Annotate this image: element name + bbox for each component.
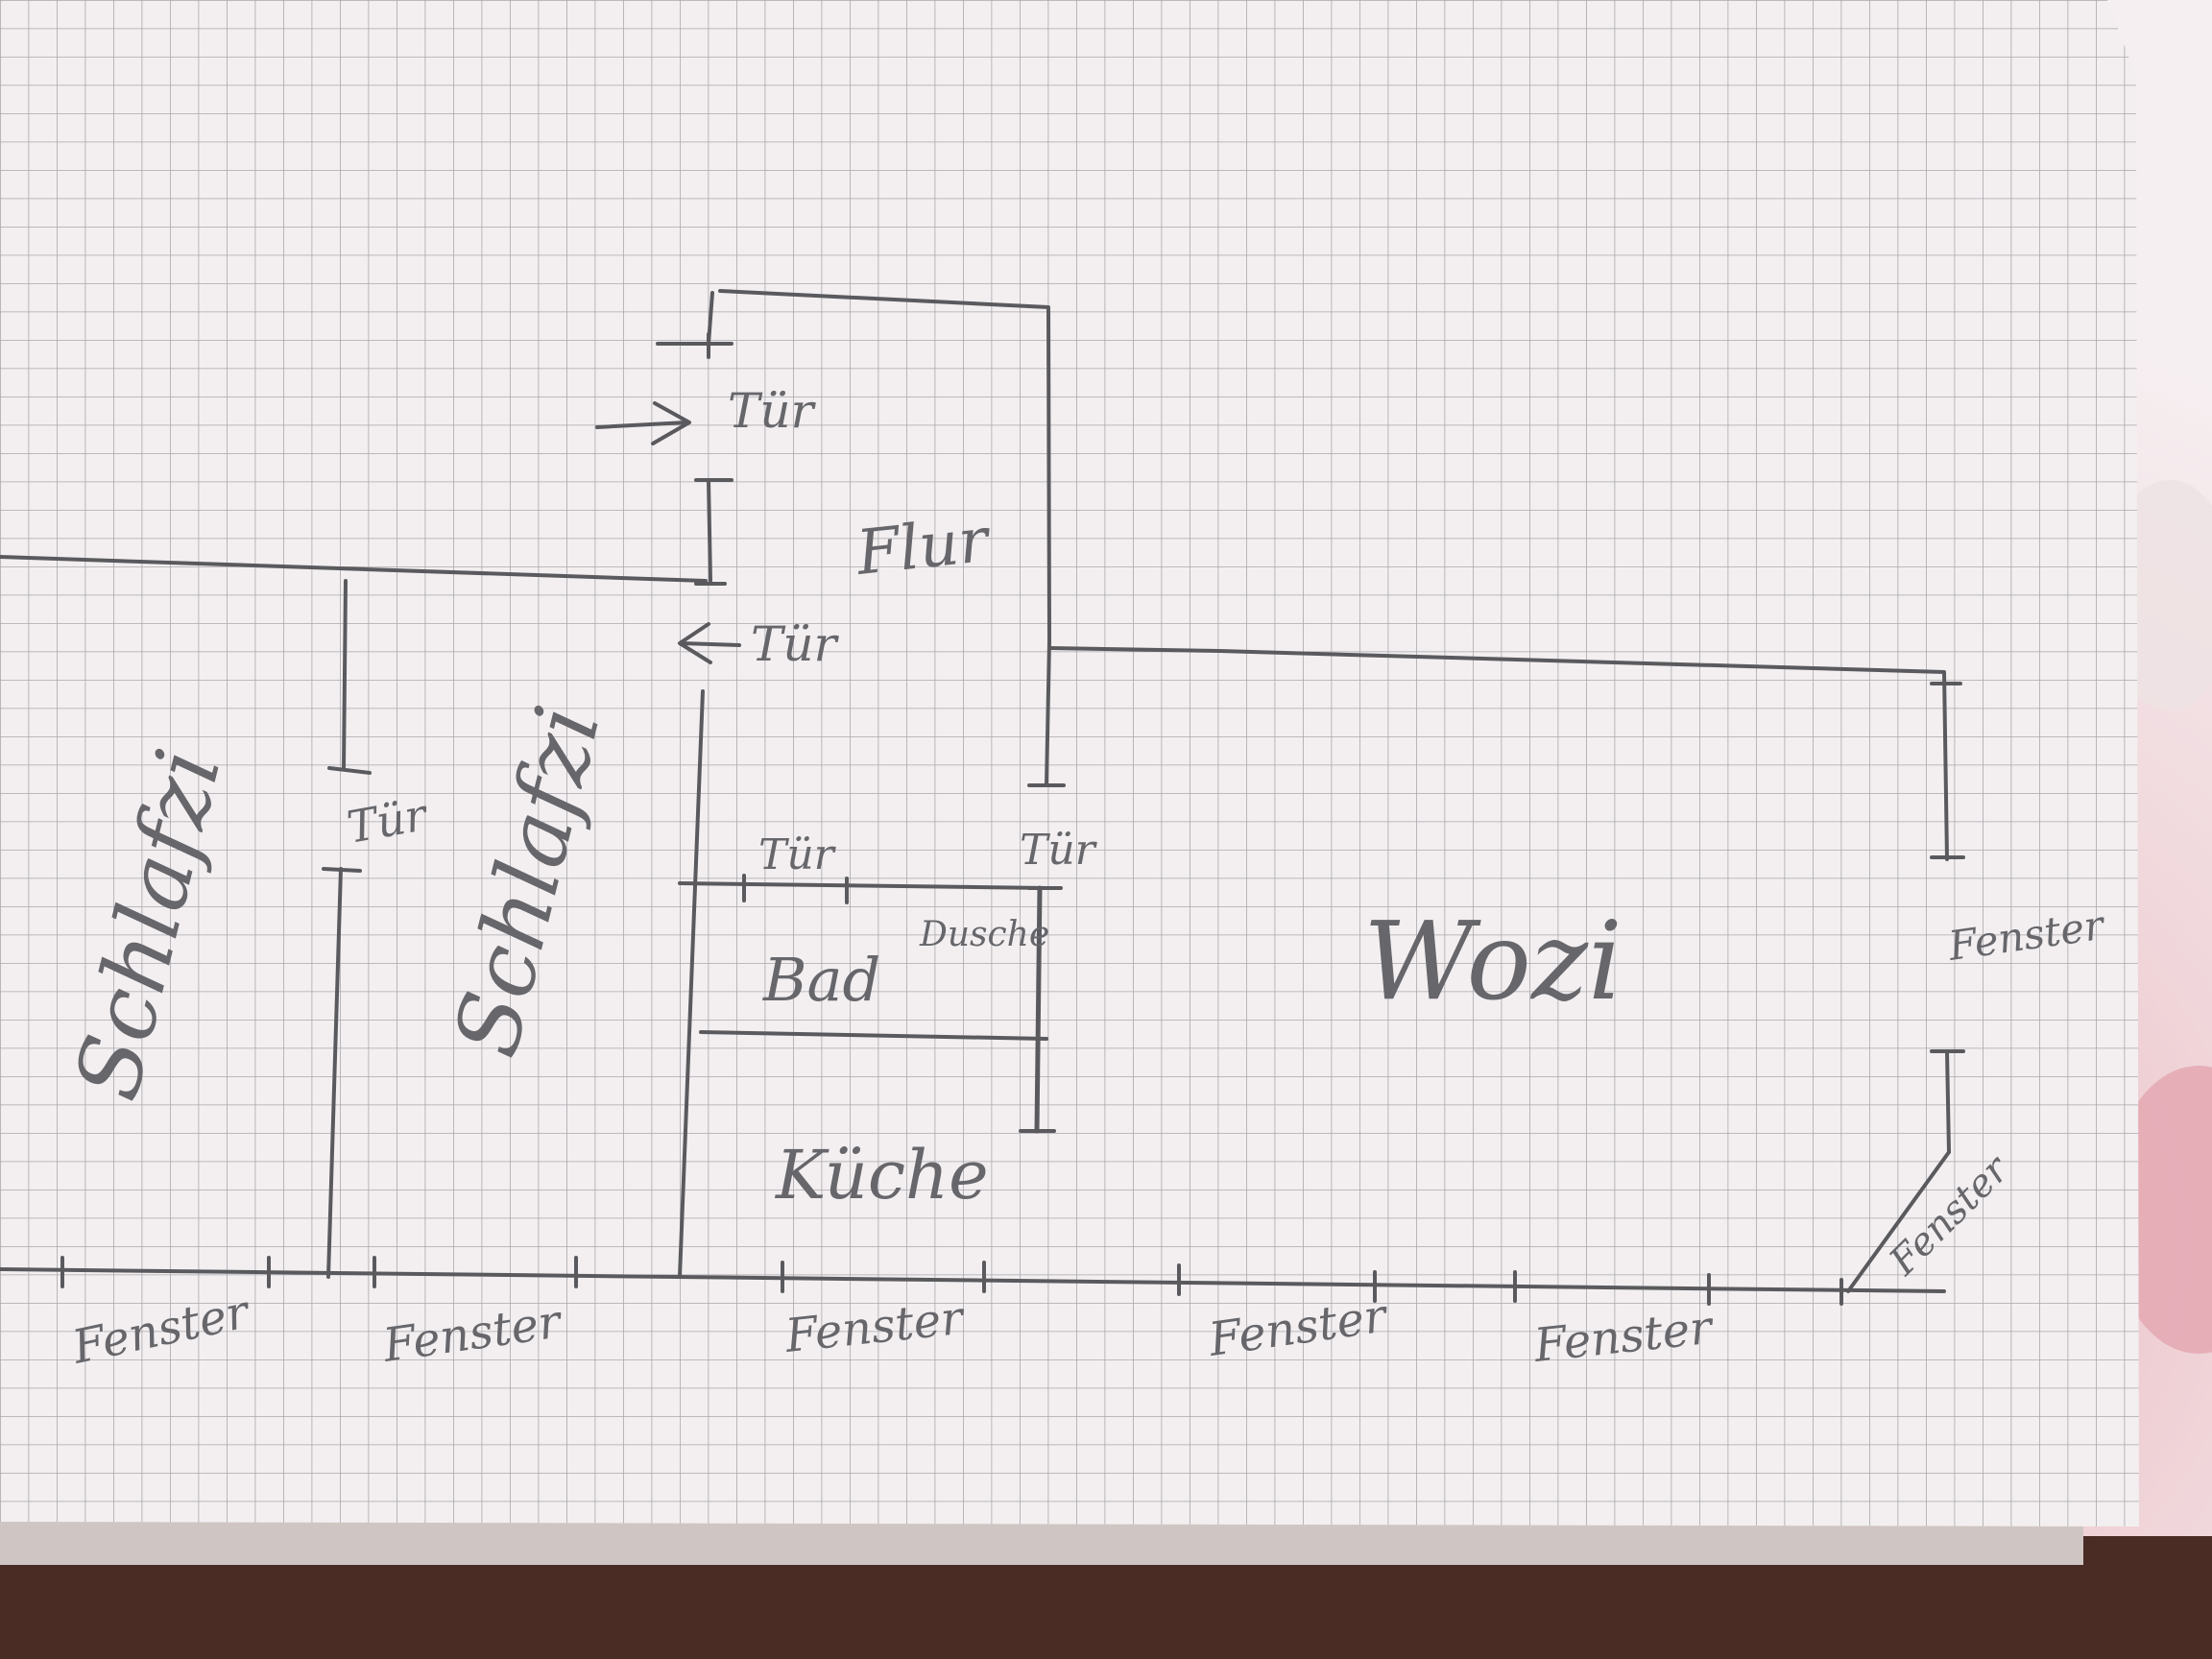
door-label-bath: Tür [758, 830, 837, 879]
door-label-hall-bottom: Tür [751, 616, 840, 672]
entrance-arrow-icon [595, 401, 691, 445]
tick-marks [60, 332, 1965, 1306]
walls [0, 289, 1951, 1293]
room-label-kitchen: Küche [774, 1136, 989, 1214]
graph-paper-grid [0, 0, 2139, 1527]
door-label-living: Tür [1020, 826, 1098, 875]
exit-arrow-icon [678, 622, 741, 664]
door-label-hall-top: Tür [728, 383, 817, 439]
room-label-bathroom: Bad [762, 945, 880, 1015]
room-label-hallway: Flur [853, 505, 995, 589]
room-label-living-room: Wozi [1363, 900, 1623, 1024]
room-label-shower: Dusche [919, 915, 1049, 954]
